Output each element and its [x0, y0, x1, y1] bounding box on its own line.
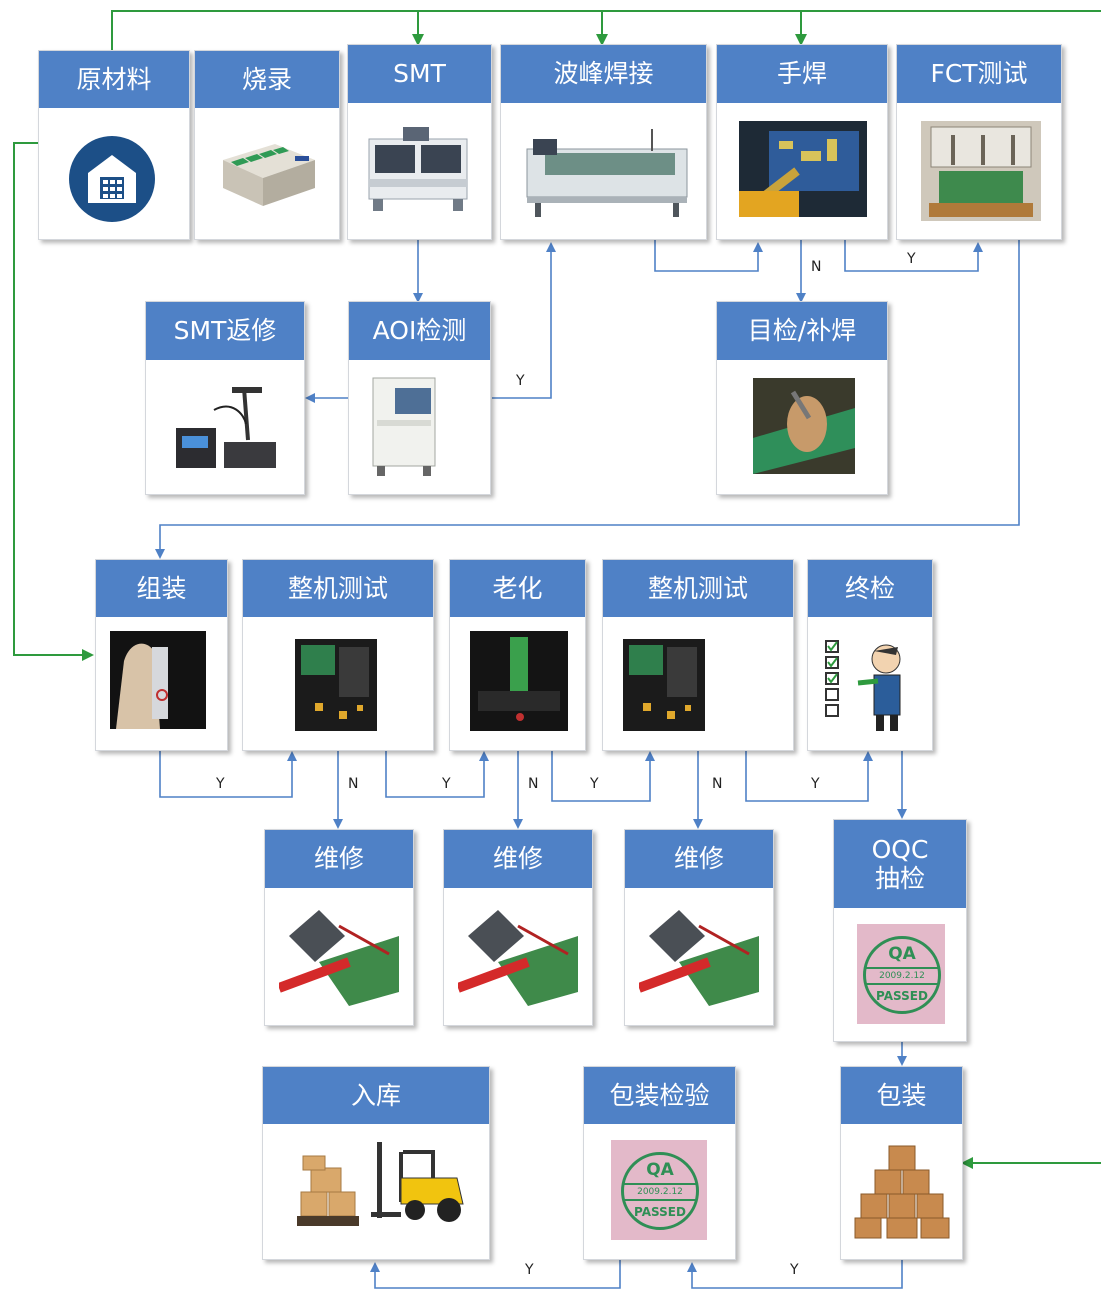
system-test-photo-icon — [623, 639, 705, 731]
node-packing-inspection: 包装检验 QA 2009.2.12 PASSED — [583, 1066, 736, 1260]
node-assembly: 组装 — [95, 559, 228, 751]
test1-to-aging-arrow — [385, 751, 489, 798]
node-aging: 老化 — [449, 559, 586, 751]
node-repair-3: 维修 — [624, 829, 774, 1026]
boxes-pallet-icon — [297, 1155, 359, 1226]
assembly-photo-icon — [110, 631, 206, 729]
edge-label-hand-visual: N — [811, 259, 822, 275]
qa-passed-stamp: QA 2009.2.12 PASSED — [611, 1140, 707, 1240]
node-repair-1: 维修 — [264, 829, 414, 1026]
edge-label-test2-final: Y — [811, 776, 820, 792]
smt-machine-icon — [368, 127, 468, 211]
node-title: FCT测试 — [897, 45, 1061, 103]
node-title: 包装 — [841, 1067, 962, 1124]
aoi-to-wave-arrow — [492, 242, 556, 399]
edge-label-test1-repair: N — [348, 776, 359, 792]
visual-inspection-photo-icon — [753, 378, 855, 474]
node-title: 包装检验 — [584, 1067, 735, 1124]
soldering-iron-pcb-icon — [739, 121, 867, 217]
node-title: 维修 — [265, 830, 413, 888]
node-title: 手焊 — [717, 45, 887, 103]
material-feed-line — [111, 10, 1101, 50]
rework-station-icon — [176, 387, 276, 468]
node-warehouse-in: 入库 — [262, 1066, 490, 1260]
node-smt: SMT — [347, 44, 492, 240]
edge-label-test1-aging: Y — [442, 776, 451, 792]
edge-label-aging-repair: N — [528, 776, 539, 792]
multimeter-repair-icon — [639, 906, 759, 1006]
wave-solder-machine-icon — [526, 129, 688, 217]
aoi-machine-icon — [372, 377, 436, 476]
node-title: SMT — [348, 45, 491, 103]
node-title: 维修 — [625, 830, 773, 888]
fct-fixture-icon — [921, 121, 1041, 221]
node-wave-soldering: 波峰焊接 — [500, 44, 707, 240]
node-repair-2: 维修 — [443, 829, 593, 1026]
node-title: 波峰焊接 — [501, 45, 706, 103]
edge-label-aoi-wave: Y — [516, 373, 525, 389]
assembly-to-test1-arrow — [159, 751, 297, 798]
node-smt-rework: SMT返修 — [145, 301, 305, 495]
warehouse-icon — [69, 136, 155, 222]
stamp-date-text: 2009.2.12 — [866, 967, 938, 985]
hand-to-fct-arrow — [844, 240, 983, 272]
programmer-device-icon — [223, 144, 315, 206]
stamp-top-text: QA — [888, 944, 916, 964]
node-visual-inspection: 目检/补焊 — [716, 301, 888, 495]
aging-rack-photo-icon — [470, 631, 568, 731]
node-oqc-sampling: OQC 抽检 QA 2009.2.12 PASSED — [833, 819, 967, 1042]
edge-label-asm-test1: Y — [216, 776, 225, 792]
wave-to-hand-arrow — [654, 240, 763, 272]
node-system-test-1: 整机测试 — [242, 559, 434, 751]
edge-label-aging-test2: Y — [590, 776, 599, 792]
node-title: SMT返修 — [146, 302, 304, 360]
node-title: 入库 — [263, 1067, 489, 1124]
node-aoi: AOI检测 — [348, 301, 491, 495]
node-raw-material: 原材料 — [38, 50, 190, 240]
system-test-photo-icon — [295, 639, 377, 731]
node-title: 原材料 — [39, 51, 189, 108]
multimeter-repair-icon — [458, 906, 578, 1006]
test2-to-final-arrow — [745, 751, 873, 802]
stacked-boxes-icon — [854, 1145, 950, 1239]
fct-to-assembly-arrow — [155, 240, 1020, 559]
node-fct-test: FCT测试 — [896, 44, 1062, 240]
node-title: 整机测试 — [603, 560, 793, 617]
node-title: 终检 — [808, 560, 932, 617]
node-final-inspection: 终检 — [807, 559, 933, 751]
stamp-date-text: 2009.2.12 — [624, 1183, 696, 1201]
edge-label-test2-repair: N — [712, 776, 723, 792]
forklift-icon — [371, 1142, 464, 1222]
node-burn: 烧录 — [194, 50, 340, 240]
node-title: AOI检测 — [349, 302, 490, 360]
node-title: OQC 抽检 — [834, 820, 966, 908]
node-title: 目检/补焊 — [717, 302, 887, 360]
qa-passed-stamp: QA 2009.2.12 PASSED — [857, 924, 945, 1024]
node-title: 烧录 — [195, 51, 339, 108]
aging-to-test2-arrow — [551, 751, 655, 802]
stamp-bottom-text: PASSED — [634, 1205, 686, 1219]
edge-label-inspect-storage: Y — [525, 1262, 534, 1278]
node-title: 老化 — [450, 560, 585, 617]
stamp-bottom-text: PASSED — [876, 989, 928, 1003]
node-system-test-2: 整机测试 — [602, 559, 794, 751]
stamp-top-text: QA — [646, 1160, 674, 1180]
pack-to-inspect-arrow — [687, 1260, 903, 1289]
multimeter-repair-icon — [279, 906, 399, 1006]
node-packing: 包装 — [840, 1066, 963, 1260]
node-title: 组装 — [96, 560, 227, 617]
inspect-to-storage-arrow — [370, 1260, 621, 1289]
node-hand-soldering: 手焊 — [716, 44, 888, 240]
node-title: 整机测试 — [243, 560, 433, 617]
edge-label-pack-inspect: Y — [790, 1262, 799, 1278]
inspector-checklist-icon — [825, 640, 901, 731]
node-title: 维修 — [444, 830, 592, 888]
edge-label-hand-fct: Y — [907, 251, 916, 267]
material-to-assembly-arrow — [13, 142, 94, 661]
